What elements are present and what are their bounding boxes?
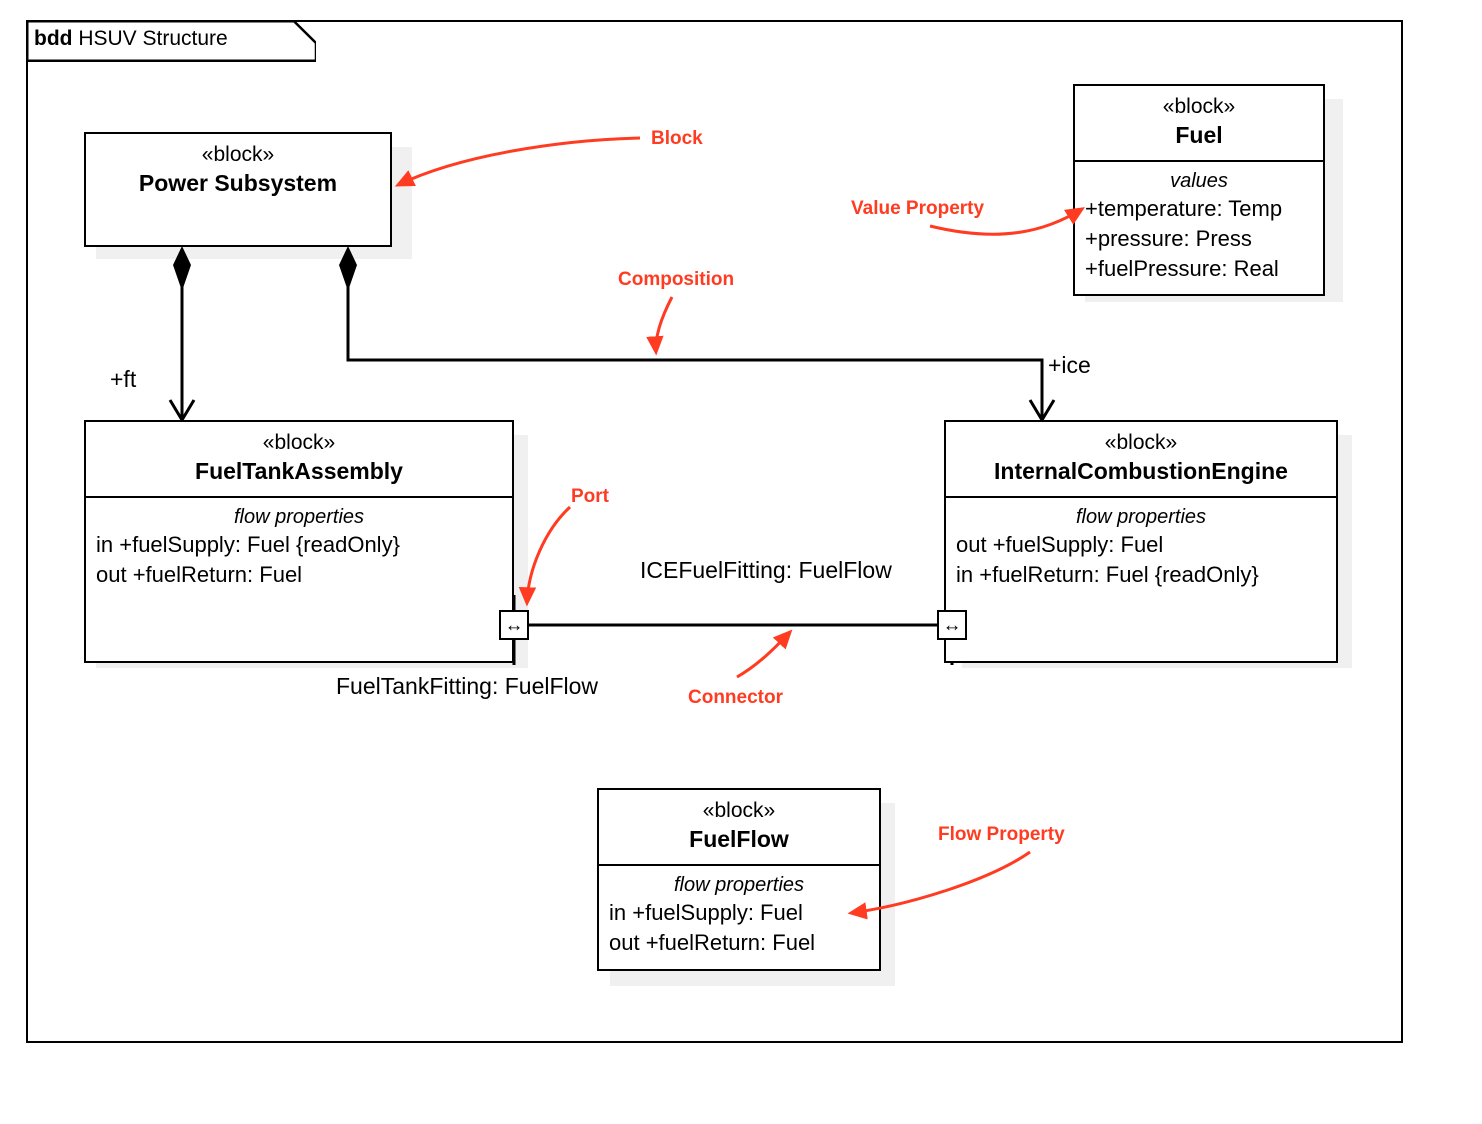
block-stereotype: «block» xyxy=(262,431,336,454)
diagram-title: bdd HSUV Structure xyxy=(34,28,228,49)
block-fuel-tank-assembly[interactable]: «block» FuelTankAssembly flow properties… xyxy=(84,420,514,663)
block-name: Power Subsystem xyxy=(138,170,338,196)
block-name: FuelFlow xyxy=(689,826,789,852)
block-stereotype: «block» xyxy=(201,143,275,166)
block-header: «block» FuelFlow xyxy=(599,790,879,864)
value-property-item: +fuelPressure: Real xyxy=(1085,256,1279,281)
block-name: Fuel xyxy=(1175,122,1223,148)
flow-properties-compartment: flow properties in +fuelSupply: Fuel out… xyxy=(599,864,879,966)
annotation-value-property: Value Property xyxy=(851,198,985,219)
block-internal-combustion-engine[interactable]: «block» InternalCombustionEngine flow pr… xyxy=(944,420,1338,663)
diagram-frame xyxy=(26,20,1403,1043)
bidirectional-arrow-icon: ↔ xyxy=(504,614,524,636)
value-property-item: +temperature: Temp xyxy=(1085,196,1283,221)
role-label-ice: +ice xyxy=(1048,352,1091,378)
flow-property-item: in +fuelReturn: Fuel {readOnly} xyxy=(956,562,1259,587)
flow-property-item: out +fuelReturn: Fuel xyxy=(609,930,816,955)
compartment-title: flow properties xyxy=(673,874,805,896)
block-header: «block» Fuel xyxy=(1075,86,1323,160)
fuel-tank-port[interactable]: ↔ xyxy=(499,610,529,640)
compartment-title: flow properties xyxy=(233,506,365,528)
block-stereotype: «block» xyxy=(1162,95,1236,118)
flow-property-item: out +fuelReturn: Fuel xyxy=(96,562,303,587)
block-name: FuelTankAssembly xyxy=(195,458,403,484)
ice-port[interactable]: ↔ xyxy=(937,610,967,640)
connector-label-ice-fuel-fitting: ICEFuelFitting: FuelFlow xyxy=(640,557,892,583)
compartment-title: values xyxy=(1170,170,1228,192)
flow-properties-compartment: flow properties out +fuelSupply: Fuel in… xyxy=(946,496,1336,598)
flow-property-item: out +fuelSupply: Fuel xyxy=(956,532,1164,557)
value-property-item: +pressure: Press xyxy=(1085,226,1252,251)
block-header: «block» FuelTankAssembly xyxy=(86,422,512,496)
values-compartment: values +temperature: Temp +pressure: Pre… xyxy=(1075,160,1323,292)
block-stereotype: «block» xyxy=(1104,431,1178,454)
block-stereotype: «block» xyxy=(702,799,776,822)
flow-properties-compartment: flow properties in +fuelSupply: Fuel {re… xyxy=(86,496,512,598)
annotation-flow-property: Flow Property xyxy=(938,824,1065,845)
diagram-frame-tab xyxy=(26,20,316,62)
annotation-composition: Composition xyxy=(618,269,735,290)
block-fuel-flow[interactable]: «block» FuelFlow flow properties in +fue… xyxy=(597,788,881,971)
bidirectional-arrow-icon: ↔ xyxy=(942,614,962,636)
annotation-connector: Connector xyxy=(688,687,783,708)
diagram-kind: bdd xyxy=(34,27,73,50)
flow-property-item: in +fuelSupply: Fuel {readOnly} xyxy=(96,532,400,557)
compartment-title: flow properties xyxy=(1075,506,1207,528)
connector-label-fuel-tank-fitting: FuelTankFitting: FuelFlow xyxy=(336,673,599,699)
block-fuel[interactable]: «block» Fuel values +temperature: Temp +… xyxy=(1073,84,1325,296)
block-power-subsystem[interactable]: «block» Power Subsystem xyxy=(84,132,392,247)
block-header: «block» InternalCombustionEngine xyxy=(946,422,1336,496)
block-name: InternalCombustionEngine xyxy=(994,458,1288,484)
diagram-title-text: HSUV Structure xyxy=(78,27,228,50)
flow-property-item: in +fuelSupply: Fuel xyxy=(609,900,803,925)
role-label-ft: +ft xyxy=(110,366,137,392)
block-header: «block» Power Subsystem xyxy=(86,134,390,208)
annotation-block: Block xyxy=(651,128,703,149)
annotation-port: Port xyxy=(571,486,609,507)
